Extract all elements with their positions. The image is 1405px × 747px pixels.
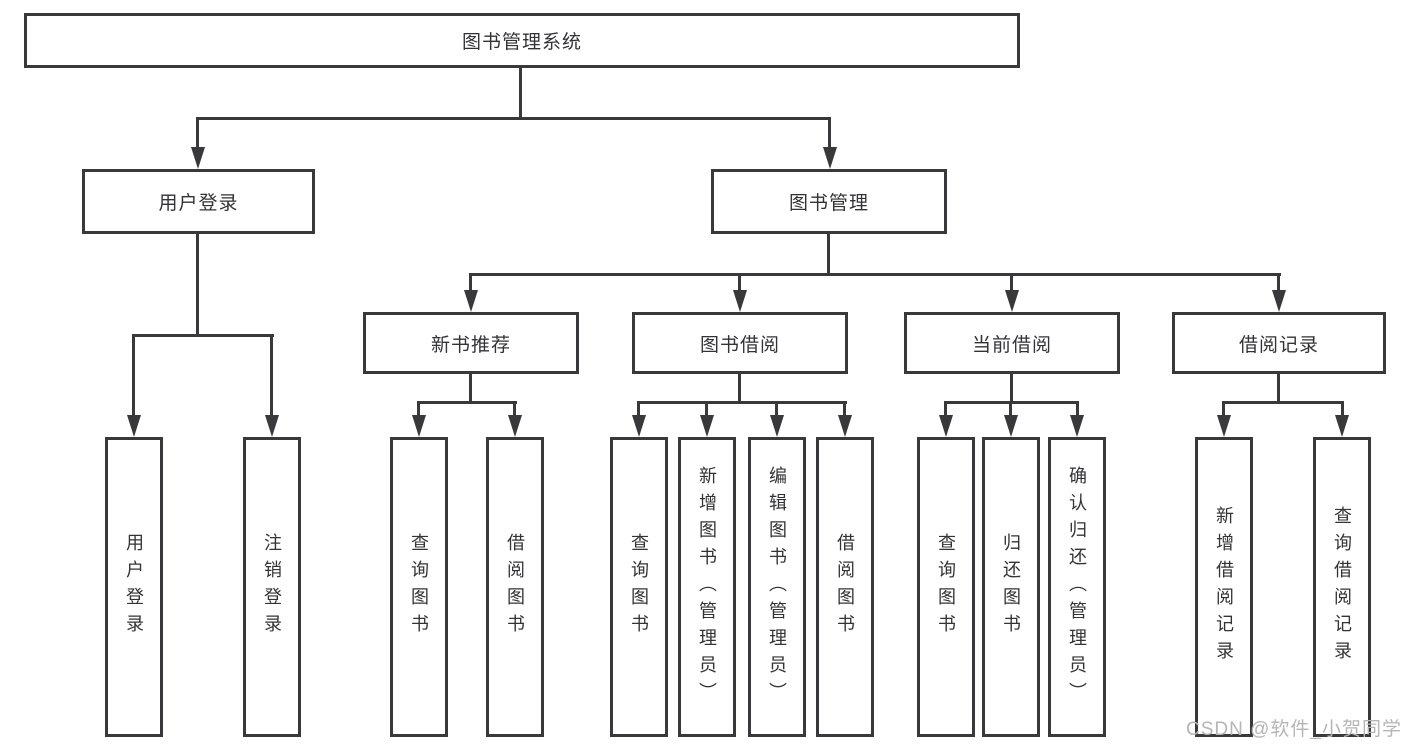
arrow-down-icon xyxy=(191,147,205,169)
connector-new-book-stem xyxy=(469,374,472,404)
leaf-add-borrow-record: 新增借阅记录 xyxy=(1195,437,1253,737)
connector-root-stem xyxy=(519,68,522,118)
arrow-down-icon xyxy=(838,415,852,437)
leaf-query-books-2: 查询图书 xyxy=(610,437,668,737)
arrow-down-icon xyxy=(1217,415,1231,437)
leaf-borrow-books-1: 借阅图书 xyxy=(486,437,544,737)
leaf-confirm-return-admin: 确认归还（管理员） xyxy=(1048,437,1106,737)
leaf-label: 归还图书 xyxy=(1001,533,1021,641)
arrow-down-icon xyxy=(265,415,279,437)
arrow-down-icon xyxy=(508,415,522,437)
arrow-down-icon xyxy=(770,415,784,437)
arrow-down-icon xyxy=(127,415,141,437)
node-label: 用户登录 xyxy=(158,193,239,214)
connector-new-book-rail xyxy=(417,401,517,404)
arrow-down-icon xyxy=(1070,415,1084,437)
leaf-label: 编辑图书（管理员） xyxy=(767,465,787,709)
connector-borrowing-drop-1 xyxy=(637,401,640,417)
connector-user-login-drop-1 xyxy=(132,334,135,416)
connector-new-book-drop-2 xyxy=(513,401,516,417)
leaf-label: 查询借阅记录 xyxy=(1332,506,1352,668)
node-book-management: 图书管理 xyxy=(711,169,947,234)
leaf-return-books: 归还图书 xyxy=(982,437,1040,737)
node-new-book-recommend: 新书推荐 xyxy=(363,312,579,374)
node-label: 图书管理系统 xyxy=(461,32,582,53)
arrow-down-icon xyxy=(1005,290,1019,312)
leaf-label: 新增图书（管理员） xyxy=(697,465,717,709)
leaf-label: 确认归还（管理员） xyxy=(1067,465,1087,709)
node-label: 图书管理 xyxy=(788,193,869,214)
connector-borrowing-drop-4 xyxy=(843,401,846,417)
node-library-management-system: 图书管理系统 xyxy=(24,13,1020,68)
leaf-query-books-1: 查询图书 xyxy=(390,437,448,737)
connector-root-drop-right xyxy=(828,117,831,148)
arrow-down-icon xyxy=(412,415,426,437)
leaf-add-books-admin: 新增图书（管理员） xyxy=(678,437,736,737)
arrow-down-icon xyxy=(939,415,953,437)
connector-borrowing-drop-2 xyxy=(705,401,708,417)
leaf-edit-books-admin: 编辑图书（管理员） xyxy=(748,437,806,737)
node-book-borrowing: 图书借阅 xyxy=(632,312,848,374)
connector-records-drop-1 xyxy=(1222,401,1225,417)
connector-book-mgmt-stem xyxy=(827,234,830,276)
leaf-label: 查询图书 xyxy=(936,533,956,641)
connector-current-stem xyxy=(1010,374,1013,404)
arrow-down-icon xyxy=(823,147,837,169)
arrow-down-icon xyxy=(1272,290,1286,312)
leaf-query-borrow-record: 查询借阅记录 xyxy=(1313,437,1371,737)
connector-book-mgmt-drop-4 xyxy=(1277,273,1280,292)
csdn-watermark: CSDN @软件_小贺同学 xyxy=(1186,719,1402,740)
node-borrowing-records: 借阅记录 xyxy=(1172,312,1386,374)
connector-new-book-drop-1 xyxy=(417,401,420,417)
connector-user-login-rail xyxy=(132,334,274,337)
node-user-login: 用户登录 xyxy=(82,169,315,234)
leaf-logout: 注销登录 xyxy=(243,437,301,737)
connector-current-drop-1 xyxy=(944,401,947,417)
leaf-borrow-books-2: 借阅图书 xyxy=(816,437,874,737)
arrow-down-icon xyxy=(700,415,714,437)
leaf-label: 查询图书 xyxy=(629,533,649,641)
node-label: 新书推荐 xyxy=(430,334,511,356)
connector-borrowing-stem xyxy=(738,374,741,404)
connector-current-drop-3 xyxy=(1076,401,1079,417)
connector-book-mgmt-rail xyxy=(469,273,1281,276)
leaf-label: 注销登录 xyxy=(262,533,282,641)
connector-borrowing-rail xyxy=(637,401,847,404)
connector-book-mgmt-drop-1 xyxy=(469,273,472,292)
connector-root-rail xyxy=(197,117,831,120)
node-current-borrowing: 当前借阅 xyxy=(904,312,1120,374)
connector-user-login-stem xyxy=(196,234,199,337)
arrow-down-icon xyxy=(632,415,646,437)
arrow-down-icon xyxy=(464,290,478,312)
connector-current-drop-2 xyxy=(1009,401,1012,417)
connector-records-stem xyxy=(1277,374,1280,404)
connector-root-drop-left xyxy=(196,117,199,148)
arrow-down-icon xyxy=(733,290,747,312)
node-label: 当前借阅 xyxy=(971,334,1052,356)
leaf-label: 借阅图书 xyxy=(505,533,525,641)
connector-borrowing-drop-3 xyxy=(775,401,778,417)
leaf-label: 查询图书 xyxy=(409,533,429,641)
arrow-down-icon xyxy=(1004,415,1018,437)
leaf-label: 用户登录 xyxy=(124,533,144,641)
connector-records-rail xyxy=(1222,401,1344,404)
leaf-label: 借阅图书 xyxy=(835,533,855,641)
connector-book-mgmt-drop-2 xyxy=(738,273,741,292)
leaf-label: 新增借阅记录 xyxy=(1214,506,1234,668)
connector-book-mgmt-drop-3 xyxy=(1010,273,1013,292)
connector-user-login-drop-2 xyxy=(270,334,273,416)
node-label: 借阅记录 xyxy=(1238,334,1319,356)
arrow-down-icon xyxy=(1335,415,1349,437)
connector-records-drop-2 xyxy=(1341,401,1344,417)
node-label: 图书借阅 xyxy=(699,334,780,356)
leaf-user-login: 用户登录 xyxy=(105,437,163,737)
leaf-query-books-3: 查询图书 xyxy=(917,437,975,737)
